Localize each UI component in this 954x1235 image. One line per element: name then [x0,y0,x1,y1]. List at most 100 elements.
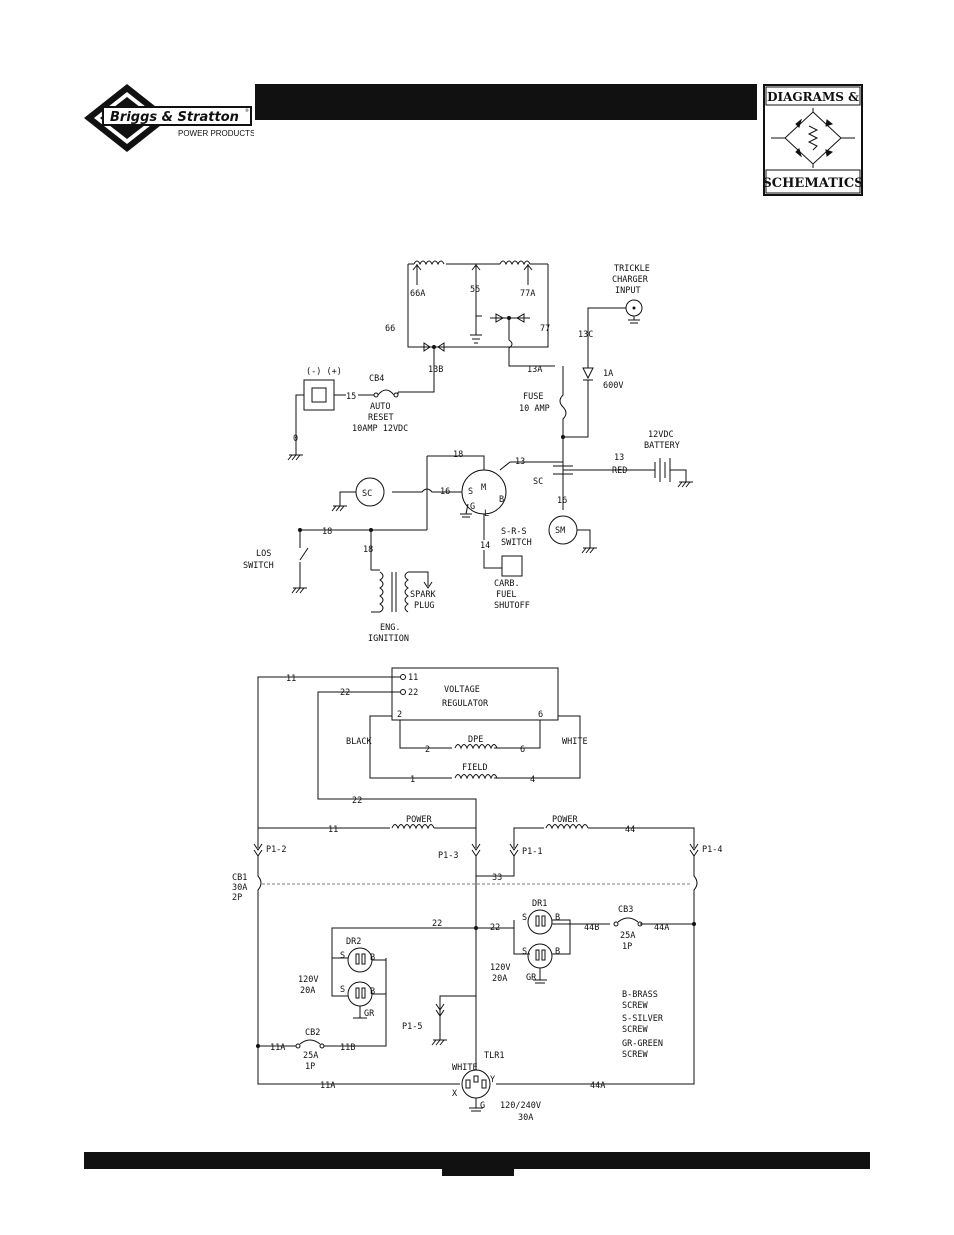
receptacle-dr2-lower [347,981,373,1007]
carb-fuel-shutoff [501,555,523,577]
field-label: FIELD [462,763,488,773]
srs-b: B [499,495,504,505]
dr1-rating-2: 20A [492,974,507,984]
dr2-b-lower: B [370,987,375,997]
cb1-rating-1: 30A [232,883,247,893]
briggs-stratton-logo: Briggs & Stratton ® POWER PRODUCTS [84,84,254,152]
badge-bottom-text: SCHEMATICS [763,176,863,191]
label-22-vr: 22 [340,688,350,698]
ign-label-2: IGNITION [368,634,409,644]
vr-terminal-22: 22 [408,688,418,698]
trickle-label-1: TRICKLE [614,264,650,274]
bridge-rectifier-icon [771,108,855,168]
autoreset-label-3: 10AMP 12VDC [352,424,408,434]
label-44a-bottom: 44A [590,1081,605,1091]
dr1-rating-1: 120V [490,963,510,973]
legend-6: SCREW [622,1050,648,1060]
vr-label-1: VOLTAGE [444,685,480,695]
trickle-label-2: CHARGER [612,275,649,285]
spark-label-1: SPARK [410,590,436,600]
receptacle-dr1-lower [527,943,553,969]
vr-terminal-6: 6 [538,710,543,720]
tlr-y: Y [490,1075,495,1085]
battery-connector [303,379,335,411]
upper-dc-circuit: 66A 55 77A 66 77 13B 13A TRICKLE CHARGER… [243,260,693,644]
brand-subname: POWER PRODUCTS [178,129,254,138]
battery-label-2: BATTERY [644,441,680,451]
label-11-power: 11 [328,825,338,835]
los-label-1: LOS [256,549,271,559]
carb-label-2: FUEL [496,590,516,600]
badge-top-text: DIAGRAMS & [767,90,859,104]
dr2-gr: GR [364,1009,375,1019]
p1-3-label: P1-3 [438,851,458,861]
label-11b: 11B [340,1043,355,1053]
lower-ac-circuit: 11 22 VOLTAGE REGULATOR 2 6 11 22 22 DPE… [232,667,722,1123]
autoreset-label-2: RESET [368,413,394,423]
los-label-2: SWITCH [243,561,274,571]
label-13b: 13B [428,365,443,375]
carb-label-1: CARB. [494,579,520,589]
label-66a: 66A [410,289,425,299]
tlr-white-label: WHITE [452,1063,478,1073]
legend-5: GR-GREEN [622,1039,663,1049]
autoreset-label-1: AUTO [370,402,390,412]
black-label: BLACK [346,737,372,747]
legend-2: SCREW [622,1001,648,1011]
srs-label-2: SWITCH [501,538,532,548]
legend-3: S-SILVER [622,1014,664,1024]
carb-label-3: SHUTOFF [494,601,530,611]
polarity-label: (-) (+) [306,367,342,377]
brand-name: Briggs & Stratton [110,110,239,125]
label-14: 14 [480,541,490,551]
field-1: 1 [410,775,415,785]
dpe-2: 2 [425,745,430,755]
p1-5-label: P1-5 [402,1022,422,1032]
p1-1-label: P1-1 [522,847,542,857]
dr1-gr: GR [526,973,537,983]
field-4: 4 [530,775,535,785]
diode-rating-1: 1A [603,369,613,379]
dr2-s-upper: S [340,951,345,961]
cb1-rating-2: 2P [232,893,242,903]
label-13a: 13A [527,365,542,375]
dpe-6: 6 [520,745,525,755]
cb1-label: CB1 [232,873,247,883]
label-15: 15 [346,392,356,402]
cb4-label: CB4 [369,374,384,384]
label-0: 0 [293,434,298,444]
cb2-label: CB2 [305,1028,320,1038]
vr-label-2: REGULATOR [442,699,489,709]
ign-label-1: ENG. [380,623,400,633]
tlr-rating-2: 30A [518,1113,533,1123]
srs-g: G [470,502,475,512]
srs-l: L [484,509,489,519]
dr1-b-lower: B [555,947,560,957]
label-13-battery: 13 [614,453,624,463]
legend-4: SCREW [622,1025,648,1035]
dpe-label: DPE [468,735,483,745]
label-77a: 77A [520,289,535,299]
legend-1: B-BRASS [622,990,658,1000]
vr-terminal-11: 11 [408,673,418,683]
label-77: 77 [540,324,550,334]
trickle-label-3: INPUT [615,286,641,296]
label-16-sm: 16 [557,496,567,506]
label-22-mid: 22 [352,796,362,806]
receptacle-dr2-upper [347,947,373,973]
cb2-rating-2: 1P [305,1062,315,1072]
receptacle-dr1-upper [527,909,553,935]
header-bar [255,84,757,120]
label-18-ign: 18 [363,545,373,555]
label-13: 13 [515,457,525,467]
srs-m: M [481,483,486,493]
fuse-label: FUSE [523,392,543,402]
tlr1-label: TLR1 [484,1051,504,1061]
white-label: WHITE [562,737,588,747]
dr2-rating-1: 120V [298,975,318,985]
label-11a: 11A [270,1043,285,1053]
sc-label: SC [362,489,372,499]
sm-label: SM [555,526,565,536]
label-66: 66 [385,324,395,334]
